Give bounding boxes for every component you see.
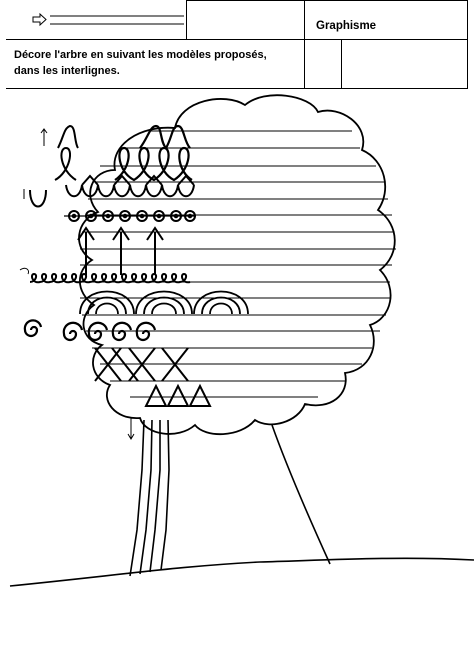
tree-crown-outline: [78, 94, 396, 436]
header-top-border: [186, 0, 468, 1]
instruction-line-1: Décore l'arbre en suivant les modèles pr…: [14, 49, 267, 61]
score-divider: [341, 39, 342, 88]
instruction-text: Décore l'arbre en suivant les modèles pr…: [14, 47, 267, 79]
instruction-line-2: dans les interlignes.: [14, 65, 120, 77]
name-writing-lines: [50, 15, 184, 25]
arches-pattern: [79, 290, 249, 315]
spirals-pattern: [23, 319, 157, 342]
model-loop-icon: [40, 124, 79, 181]
header-bottom-border: [6, 88, 468, 89]
header-divider: [6, 39, 468, 40]
cups-pattern: [23, 174, 195, 208]
name-field-border: [186, 0, 187, 39]
crown-ruled-lines: [80, 130, 396, 398]
title-divider: [304, 0, 305, 88]
vertical-stroke-guide-icon: [127, 418, 135, 440]
page-title: Graphisme: [316, 20, 377, 32]
worksheet-header: [6, 0, 468, 89]
arrows-up-pattern: [77, 226, 164, 275]
triangles-pattern: [144, 383, 212, 407]
arrow-right-outline-icon: [32, 12, 47, 27]
circles-pattern: [64, 210, 196, 222]
loops-pattern: [114, 124, 193, 182]
header-right-border: [467, 0, 468, 88]
small-loops-pattern: [19, 267, 191, 284]
crossed-lines-pattern: [94, 347, 189, 382]
tree-trunk: [129, 419, 331, 577]
ground-line: [9, 557, 474, 587]
